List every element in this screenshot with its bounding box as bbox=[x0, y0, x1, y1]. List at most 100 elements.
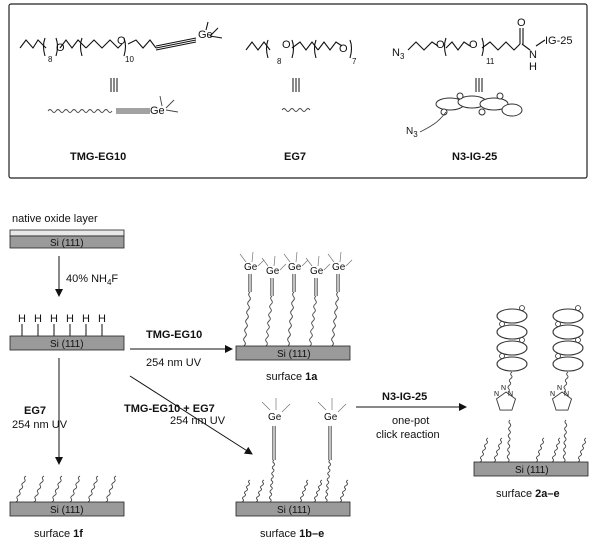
methyl-bond bbox=[261, 257, 269, 267]
eg7-o2: O bbox=[339, 43, 348, 55]
n3ig-equivalence-sign bbox=[475, 78, 483, 92]
wafer-1be-label: Si (111) bbox=[277, 505, 311, 516]
tmg-ge: Ge bbox=[198, 29, 213, 41]
residue-bead bbox=[555, 321, 561, 327]
n3ig-n3-label: N3 bbox=[392, 47, 405, 61]
chain-wavy bbox=[265, 295, 273, 347]
legend-box bbox=[8, 3, 588, 179]
chain-wavy bbox=[241, 479, 251, 503]
residue-bead bbox=[499, 321, 505, 327]
methyl-bond bbox=[317, 255, 320, 267]
chain-wavy bbox=[105, 475, 117, 503]
residue-bead bbox=[519, 337, 525, 343]
helix-coil bbox=[552, 308, 584, 324]
methyl-bond bbox=[257, 259, 265, 267]
chain-wavy bbox=[479, 437, 489, 463]
wafer-1be bbox=[235, 501, 351, 517]
n3ig-tail bbox=[419, 111, 447, 133]
tmg-equivalence-sign bbox=[110, 78, 118, 92]
chain-wavy bbox=[299, 479, 309, 503]
methyl-bond bbox=[279, 263, 287, 271]
wafer-h bbox=[9, 335, 125, 351]
surface-1f-caption: surface 1f bbox=[34, 528, 83, 540]
methyl-bond bbox=[317, 401, 327, 411]
ge-atom-label: Ge bbox=[332, 262, 346, 273]
ge-atom-label: Ge bbox=[244, 262, 258, 273]
h-atom-label: H bbox=[50, 313, 58, 325]
chain-wavy bbox=[551, 437, 561, 463]
triazole-n-label: N bbox=[550, 391, 555, 398]
helix-coil bbox=[496, 356, 528, 372]
chain-wavy bbox=[324, 459, 332, 503]
helix-coil bbox=[552, 340, 584, 356]
wafer-1a-label: Si (111) bbox=[277, 349, 311, 360]
triazole-n-label: N bbox=[494, 391, 499, 398]
tmg-cartoon bbox=[47, 95, 179, 114]
etch-label: 40% NH4F bbox=[66, 273, 118, 287]
triazole-ring bbox=[551, 391, 573, 411]
wafer-1f bbox=[9, 501, 125, 517]
arrow-click-l2: click reaction bbox=[376, 429, 440, 441]
chain-wavy bbox=[313, 479, 323, 503]
surface-1a-caption: surface 1a bbox=[266, 371, 318, 383]
eg7-sub-8: 8 bbox=[277, 57, 282, 66]
methyl-bond bbox=[339, 251, 342, 263]
eg7-equivalence-sign bbox=[292, 78, 300, 92]
arrow-click-l1: one-pot bbox=[392, 415, 429, 427]
chain-wavy bbox=[268, 459, 276, 503]
arrow-mix-uv: 254 nm UV bbox=[170, 415, 226, 427]
methyl-bond bbox=[261, 401, 271, 411]
n3ig-carbonyl-o: O bbox=[517, 17, 526, 29]
methyl-bond bbox=[239, 253, 247, 263]
ge-atom-label: Ge bbox=[310, 266, 324, 277]
n3ig-o1: O bbox=[436, 39, 445, 51]
tmg-name: TMG-EG10 bbox=[70, 151, 126, 163]
h-atom-label: H bbox=[98, 313, 106, 325]
eg7-o1: O bbox=[282, 39, 291, 51]
n3ig-cartoon-n3: N3 bbox=[406, 126, 418, 139]
arrow-mix-label: TMG-EG10 + EG7 bbox=[124, 403, 215, 415]
tmg-o1: O bbox=[56, 42, 65, 54]
oxide-layer bbox=[9, 229, 125, 237]
chain-wavy bbox=[255, 479, 265, 503]
wafer-native-label: Si (111) bbox=[50, 238, 84, 249]
eg7-cartoon bbox=[281, 108, 311, 112]
residue-bead bbox=[519, 305, 525, 311]
linker-wavy bbox=[563, 371, 569, 393]
chain-wavy bbox=[69, 475, 81, 503]
chain-wavy bbox=[506, 419, 512, 463]
triazole-n-label: N bbox=[508, 391, 513, 398]
eg7-structure bbox=[245, 39, 353, 59]
residue-bead bbox=[555, 353, 561, 359]
n3ig-o2: O bbox=[469, 39, 478, 51]
helix-coil bbox=[496, 308, 528, 324]
tmg-sub-10: 10 bbox=[125, 55, 134, 64]
residue-bead bbox=[575, 305, 581, 311]
surface-1be-caption: surface 1b–e bbox=[260, 528, 324, 540]
native-oxide-label: native oxide layer bbox=[12, 213, 98, 225]
ge-atom-label: Ge bbox=[288, 262, 302, 273]
helix-coil bbox=[552, 324, 584, 340]
chain-wavy bbox=[87, 475, 99, 503]
methyl-bond bbox=[295, 251, 298, 263]
wafer-h-label: Si (111) bbox=[50, 339, 84, 350]
chain-wavy bbox=[309, 295, 317, 347]
chain-wavy bbox=[33, 475, 45, 503]
triazole-n-label: N bbox=[501, 385, 506, 392]
surface-1f-chains bbox=[15, 475, 117, 503]
methyl-bond bbox=[251, 251, 254, 263]
n3ig-name: N3-IG-25 bbox=[452, 151, 497, 163]
eg7-sub-7: 7 bbox=[352, 57, 357, 66]
tmg-sub-8: 8 bbox=[48, 55, 53, 64]
arrow-click-label: N3-IG-25 bbox=[382, 391, 427, 403]
chain-wavy bbox=[51, 475, 63, 503]
methyl-bond bbox=[283, 253, 291, 263]
n3ig-structure bbox=[407, 28, 546, 57]
helix-coil bbox=[496, 324, 528, 340]
tmg-cartoon-ge: Ge bbox=[150, 105, 165, 117]
methyl-bond bbox=[323, 263, 331, 271]
arrow-mix bbox=[129, 375, 253, 455]
n3ig-ig25: IG-25 bbox=[545, 35, 573, 47]
wafer-1a bbox=[235, 345, 351, 361]
